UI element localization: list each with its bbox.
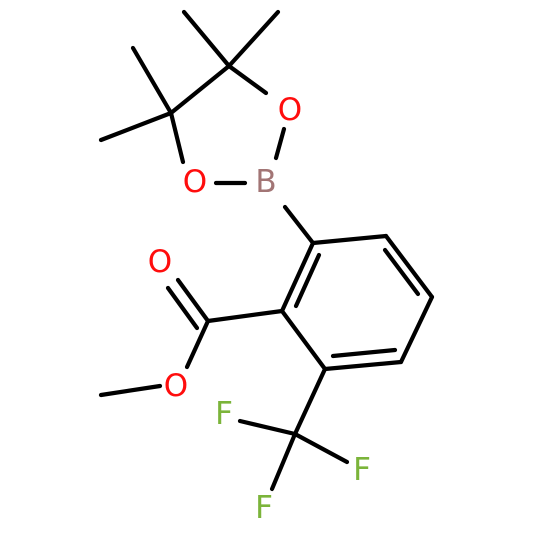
bond-quaternary-c-to-c bbox=[168, 63, 232, 116]
atom-labels: O O B O O F F F bbox=[148, 92, 371, 526]
bond-aryl-to-carbonyl-c bbox=[205, 308, 285, 324]
fluorine-3-label: F bbox=[255, 490, 273, 526]
bond-c-to-f2 bbox=[292, 431, 350, 465]
bond-methyl-top-left bbox=[181, 9, 232, 69]
bond-ring-2 bbox=[383, 233, 435, 300]
fluorine-2-label: F bbox=[353, 452, 371, 488]
bond-o-to-methyl bbox=[98, 383, 163, 398]
ester-bonds bbox=[98, 277, 285, 398]
trifluoromethyl-bonds bbox=[237, 366, 350, 492]
bond-ring-5 bbox=[279, 308, 328, 372]
oxygen-ester-label: O bbox=[164, 368, 188, 404]
bond-methyl-left-upper bbox=[130, 45, 174, 116]
bond-carbonyl-double-a bbox=[175, 277, 211, 324]
bond-ring-6-inner bbox=[293, 252, 322, 309]
benzene-ring-bonds bbox=[279, 233, 435, 372]
bond-c-to-o-left bbox=[168, 110, 186, 165]
oxygen-ring-left-label: O bbox=[183, 164, 207, 200]
bond-ring-6 bbox=[279, 240, 316, 314]
bond-c-to-f3 bbox=[269, 431, 298, 492]
oxygen-carbonyl-label: O bbox=[148, 244, 172, 280]
bond-ring-4-inner bbox=[330, 347, 398, 359]
bond-ring-1 bbox=[310, 233, 389, 246]
oxygen-ring-right-label: O bbox=[278, 92, 302, 128]
fluorine-1-label: F bbox=[215, 396, 233, 432]
bond-ring-2-inner bbox=[382, 247, 421, 297]
bond-methyl-top-right bbox=[226, 9, 281, 69]
bond-o-right-to-b bbox=[273, 126, 287, 161]
bond-c-to-f1 bbox=[237, 418, 298, 437]
bond-ring-4 bbox=[322, 359, 404, 372]
bond-quaternary-c-to-o-right bbox=[226, 63, 269, 96]
bond-aryl-to-cf3 bbox=[292, 366, 328, 437]
pinacol-ring-bonds bbox=[98, 9, 316, 246]
bond-carbonyl-c-to-o bbox=[184, 318, 211, 370]
bond-methyl-left-lower bbox=[98, 110, 174, 143]
boron-label: B bbox=[255, 164, 276, 200]
bond-ring-3 bbox=[398, 294, 435, 365]
bond-b-to-aryl bbox=[282, 204, 316, 246]
bond-carbonyl-double-b bbox=[165, 285, 200, 331]
